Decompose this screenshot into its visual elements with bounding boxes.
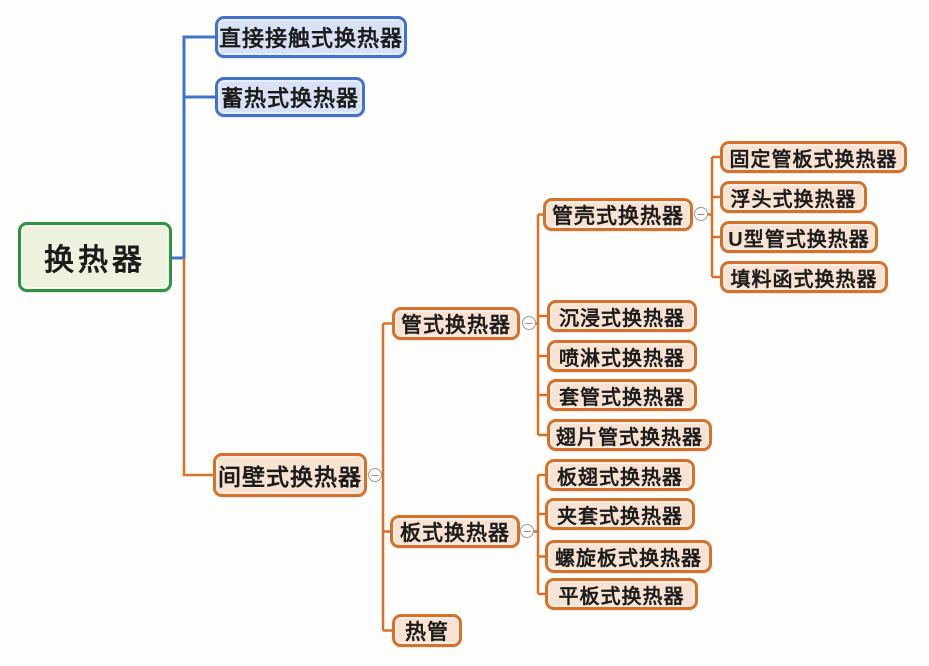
node-label: 喷淋式换热器 xyxy=(559,347,685,370)
node-label: 热管 xyxy=(405,620,449,644)
node-fixed-tubesheet[interactable]: 固定管板式换热器 xyxy=(720,141,907,173)
node-label: 换热器 xyxy=(44,244,146,277)
node-label: 浮头式换热器 xyxy=(730,188,857,211)
node-label: 板式换热器 xyxy=(400,521,510,545)
node-spiral-plate[interactable]: 螺旋板式换热器 xyxy=(545,540,712,573)
collapse-minus-icon[interactable]: − xyxy=(694,207,708,221)
node-immersion[interactable]: 沉浸式换热器 xyxy=(547,300,697,332)
node-label: 管壳式换热器 xyxy=(552,204,684,228)
node-recuperative[interactable]: 间壁式换热器 xyxy=(213,453,367,497)
node-label: 翅片管式换热器 xyxy=(556,426,703,449)
node-heat-exchanger-root[interactable]: 换热器 xyxy=(18,222,172,292)
node-direct-contact[interactable]: 直接接触式换热器 xyxy=(215,16,407,58)
node-label: 直接接触式换热器 xyxy=(218,26,403,51)
node-double-pipe[interactable]: 套管式换热器 xyxy=(547,379,697,411)
node-shell-and-tube[interactable]: 管壳式换热器 xyxy=(543,198,693,231)
node-jacketed[interactable]: 夹套式换热器 xyxy=(545,498,695,530)
node-heat-pipe[interactable]: 热管 xyxy=(392,614,462,647)
node-stuffing-box[interactable]: 填料函式换热器 xyxy=(720,261,888,293)
node-plate-fin[interactable]: 板翅式换热器 xyxy=(545,459,695,491)
node-spray[interactable]: 喷淋式换热器 xyxy=(547,340,697,372)
node-tubular[interactable]: 管式换热器 xyxy=(392,307,520,340)
node-label: 固定管板式换热器 xyxy=(729,148,898,171)
node-label: U型管式换热器 xyxy=(728,228,870,251)
blue-branch-lines xyxy=(172,35,215,260)
node-label: 蓄热式换热器 xyxy=(220,86,359,111)
node-plate[interactable]: 板式换热器 xyxy=(390,515,520,548)
orange-branch-lines xyxy=(182,155,720,632)
collapse-minus-icon[interactable]: − xyxy=(520,524,534,538)
node-label: 螺旋板式换热器 xyxy=(555,548,702,570)
collapse-minus-icon[interactable]: − xyxy=(368,468,382,482)
node-label: 平板式换热器 xyxy=(558,585,685,608)
node-flat-plate[interactable]: 平板式换热器 xyxy=(545,578,698,610)
collapse-minus-icon[interactable]: − xyxy=(522,316,536,330)
node-label: 套管式换热器 xyxy=(559,386,685,409)
node-label: 沉浸式换热器 xyxy=(559,307,685,330)
node-floating-head[interactable]: 浮头式换热器 xyxy=(720,181,867,213)
node-label: 板翅式换热器 xyxy=(557,466,683,489)
node-label: 填料函式换热器 xyxy=(730,268,878,291)
node-u-tube[interactable]: U型管式换热器 xyxy=(720,221,878,253)
node-label: 管式换热器 xyxy=(401,313,511,337)
node-regenerative[interactable]: 蓄热式换热器 xyxy=(215,77,365,117)
node-label: 间壁式换热器 xyxy=(218,464,362,490)
node-finned-tube[interactable]: 翅片管式换热器 xyxy=(547,419,712,451)
node-label: 夹套式换热器 xyxy=(557,505,683,528)
